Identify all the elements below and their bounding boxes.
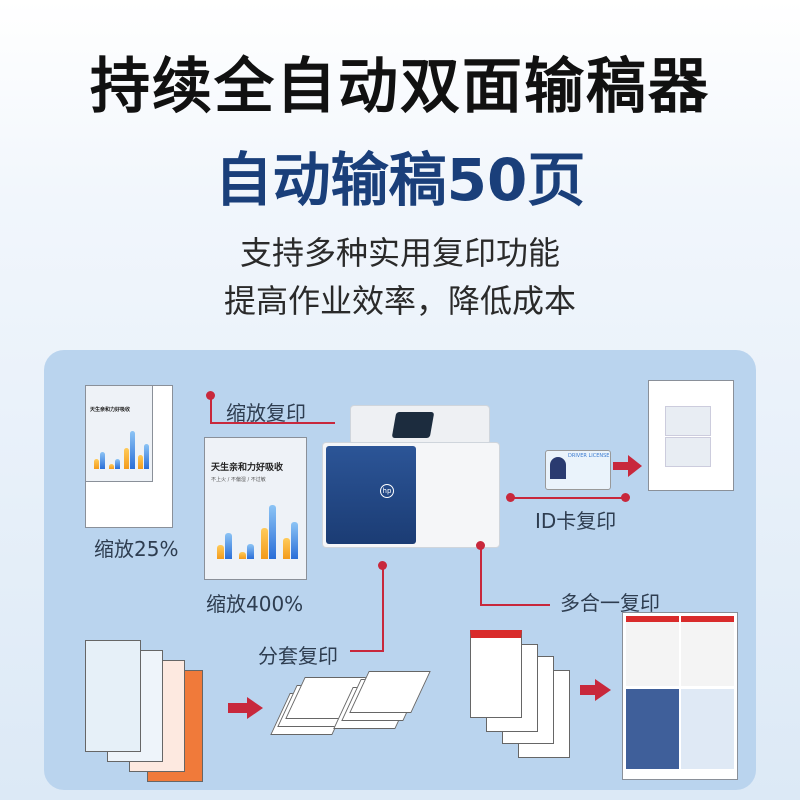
arrow-right-icon: [228, 703, 248, 713]
doc-thumbnail-large: 天生亲和力好吸收 不上火 / 不偏湿 / 不过敏: [204, 437, 307, 580]
doc-thumbnail-small: 天生亲和力好吸收: [85, 385, 153, 482]
id-card-header: DRIVER LICENSE: [568, 453, 610, 459]
multi-copy-result-page: [622, 612, 738, 780]
label-collate-copy: 分套复印: [258, 644, 338, 668]
label-multi-copy: 多合一复印: [560, 591, 660, 615]
connector-line: [480, 604, 550, 606]
hp-logo: hp: [380, 484, 394, 498]
description-line-2: 提高作业效率，降低成本: [223, 282, 576, 320]
doc-subtitle: 不上火 / 不偏湿 / 不过敏: [211, 477, 266, 483]
label-zoom-25: 缩放25%: [94, 537, 179, 561]
label-id-copy: ID卡复印: [535, 509, 617, 533]
collated-paper-stacks: [270, 665, 431, 745]
multi-original-docs: [470, 630, 575, 762]
label-zoom-copy: 缩放复印: [226, 401, 306, 425]
main-title: 持续全自动双面输稿器: [90, 52, 710, 122]
id-copy-page: [648, 380, 734, 491]
description-line-1: 支持多种实用复印功能: [239, 234, 560, 272]
arrow-right-icon: [580, 685, 596, 695]
printer-image: hp: [322, 400, 500, 552]
connector-line: [210, 422, 335, 424]
subtitle: 自动输稿50页: [214, 146, 586, 214]
doc-chart: [215, 501, 298, 559]
connector-line: [350, 650, 384, 652]
doc-title: 天生亲和力好吸收: [211, 463, 284, 473]
doc-chart: [92, 429, 149, 469]
doc-title: 天生亲和力好吸收: [90, 407, 131, 413]
connector-line: [510, 497, 627, 499]
printer-front-panel: [326, 446, 416, 544]
original-docs-stack: [85, 640, 205, 785]
printer-screen: [391, 412, 435, 438]
id-card-image: DRIVER LICENSE: [545, 450, 611, 490]
arrow-right-icon: [613, 462, 629, 470]
label-zoom-400: 缩放400%: [206, 592, 304, 616]
